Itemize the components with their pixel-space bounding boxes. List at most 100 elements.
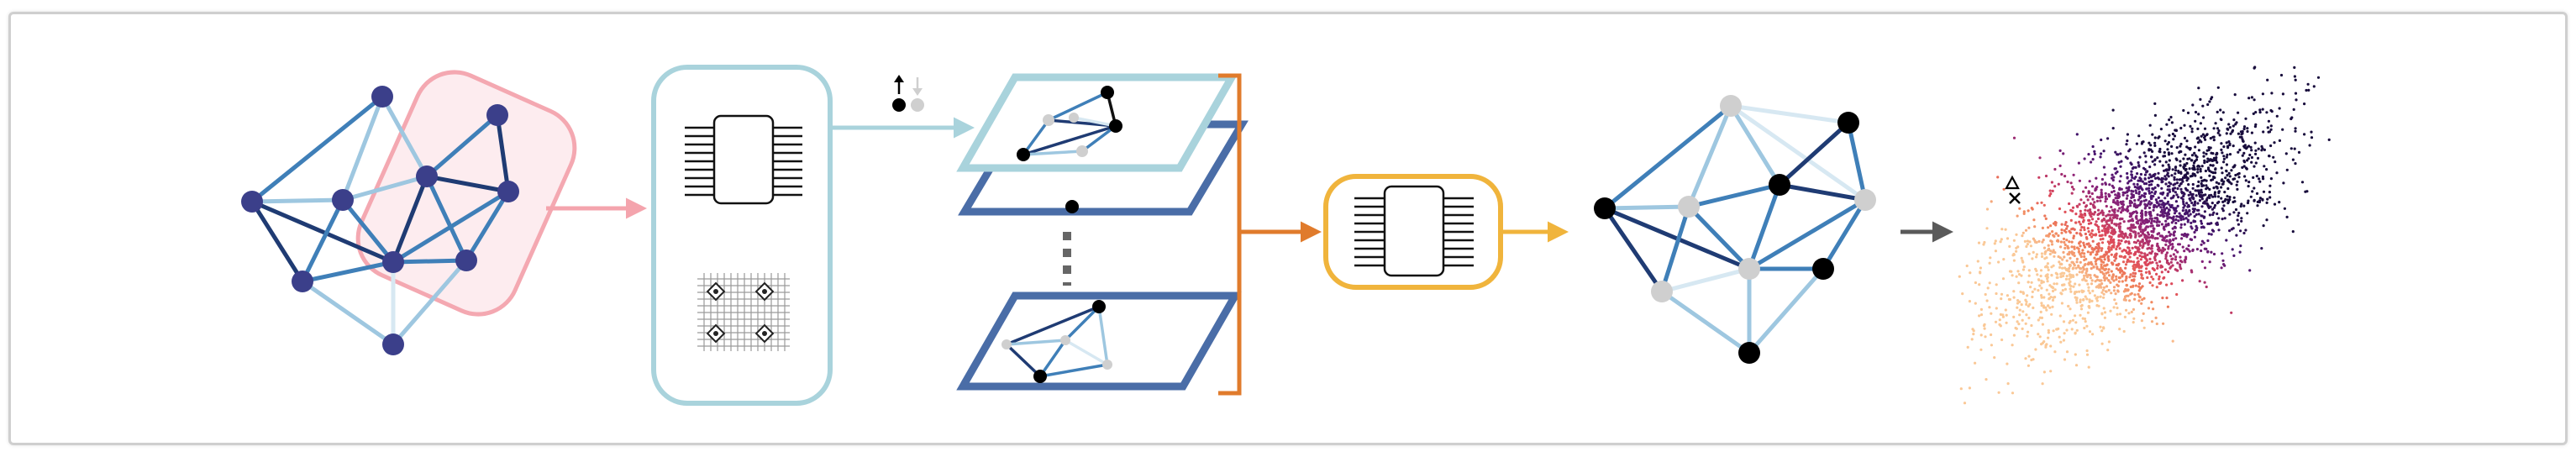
scatter-point [2097, 286, 2100, 289]
scatter-point [2137, 282, 2142, 286]
scatter-point [2187, 193, 2190, 197]
scatter-point [2084, 279, 2087, 282]
scatter-point [2232, 118, 2236, 122]
scatter-point [2000, 292, 2004, 296]
scatter-point [2242, 125, 2247, 129]
scatter-point [2050, 181, 2053, 184]
scatter-point [2104, 230, 2107, 234]
scatter-point [2124, 263, 2128, 266]
scatter-point [2139, 201, 2142, 204]
scatter-point [2138, 254, 2142, 257]
scatter-point [2168, 159, 2171, 162]
scatter-point [2159, 210, 2163, 213]
scatter-point [2012, 334, 2016, 337]
scatter-point [2144, 260, 2148, 264]
scatter-point [2126, 171, 2129, 176]
scatter-point [2166, 148, 2169, 151]
scatter-point [2220, 266, 2223, 270]
scatter-point [2137, 222, 2140, 225]
scatter-point [2063, 358, 2067, 361]
scatter-point [2039, 274, 2042, 278]
scatter-point [2134, 284, 2137, 287]
scatter-point [2158, 199, 2162, 202]
scatter-point [2161, 297, 2164, 300]
scatter-point [2212, 211, 2216, 214]
scatter-point [2162, 202, 2165, 205]
scatter-point [2163, 150, 2166, 155]
scatter-point [2143, 219, 2147, 223]
scatter-point [2201, 104, 2205, 108]
scatter-point [2130, 189, 2133, 192]
scatter-point [2224, 197, 2227, 201]
scatter-point [2027, 364, 2030, 367]
scatter-point [2174, 191, 2177, 194]
scatter-point [2118, 276, 2121, 280]
scatter-point [2060, 223, 2063, 226]
scatter-point [2172, 215, 2175, 218]
scatter-point [2153, 136, 2157, 139]
scatter-point [2042, 239, 2045, 242]
scatter-point [2140, 223, 2143, 226]
scatter-point [2162, 322, 2165, 325]
scatter-point [2011, 344, 2014, 347]
scatter-point [2300, 181, 2305, 184]
scatter-point [2045, 274, 2048, 277]
scatter-point [2173, 212, 2177, 215]
scatter-point [2148, 202, 2152, 206]
scatter-point [2058, 260, 2061, 264]
scatter-point [2111, 233, 2115, 236]
scatter-point [2156, 266, 2159, 270]
scatter-point [2068, 277, 2071, 281]
scatter-point [2239, 229, 2242, 233]
scatter-point [2162, 191, 2165, 195]
scatter-point [2090, 235, 2094, 239]
scatter-point [2163, 268, 2167, 271]
scatter-point [2041, 323, 2044, 326]
scatter-point [2224, 176, 2227, 180]
scatter-point [2089, 208, 2092, 212]
scatter-point [2191, 248, 2195, 251]
scatter-point [2049, 296, 2053, 299]
scatter-point [2148, 186, 2151, 190]
scatter-point [2105, 250, 2108, 254]
scatter-point [2127, 260, 2132, 263]
scatter-point [2155, 201, 2158, 204]
scatter-point [2110, 270, 2113, 273]
scatter-point [2153, 186, 2157, 189]
scatter-point [2185, 171, 2189, 175]
scatter-point [2075, 231, 2079, 235]
scatter-point [2004, 228, 2007, 231]
scatter-point [2132, 317, 2136, 320]
scatter-point [2206, 196, 2210, 199]
scatter-point [2181, 176, 2185, 180]
scatter-point [2034, 348, 2037, 351]
scatter-point [2217, 129, 2221, 133]
scatter-point [2270, 92, 2274, 95]
scatter-point [2075, 273, 2079, 276]
triangle-marker [2005, 175, 2020, 190]
scatter-point [2154, 198, 2158, 202]
scatter-point [2063, 210, 2067, 213]
scatter-point [2234, 173, 2237, 177]
scatter-point [2130, 196, 2133, 199]
scatter-point [2031, 295, 2034, 299]
scatter-point [2135, 192, 2138, 195]
scatter-point [2100, 241, 2105, 244]
scatter-point [2055, 276, 2058, 279]
scatter-point [2148, 189, 2151, 192]
scatter-point [2107, 218, 2111, 222]
scatter-point [2095, 220, 2098, 223]
scatter-point [2081, 220, 2085, 223]
scatter-point [1996, 176, 2000, 179]
scatter-point [2164, 177, 2168, 181]
scatter-point [2106, 226, 2110, 229]
scatter-point [2021, 259, 2024, 262]
scatter-point [2102, 326, 2105, 329]
scatter-point [2195, 213, 2198, 216]
scatter-point [2098, 268, 2101, 271]
scatter-point [2097, 208, 2100, 212]
scatter-point [2111, 219, 2114, 223]
scatter-point [2095, 186, 2099, 189]
scatter-point [2121, 205, 2124, 208]
scatter-point [2103, 227, 2106, 230]
